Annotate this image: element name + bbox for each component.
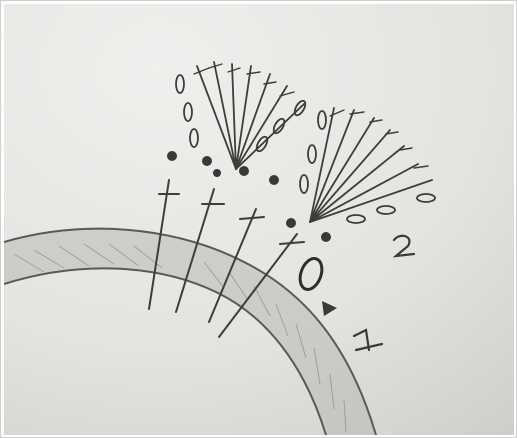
crochet-chart-photo — [4, 4, 514, 435]
paper-background — [4, 4, 514, 435]
